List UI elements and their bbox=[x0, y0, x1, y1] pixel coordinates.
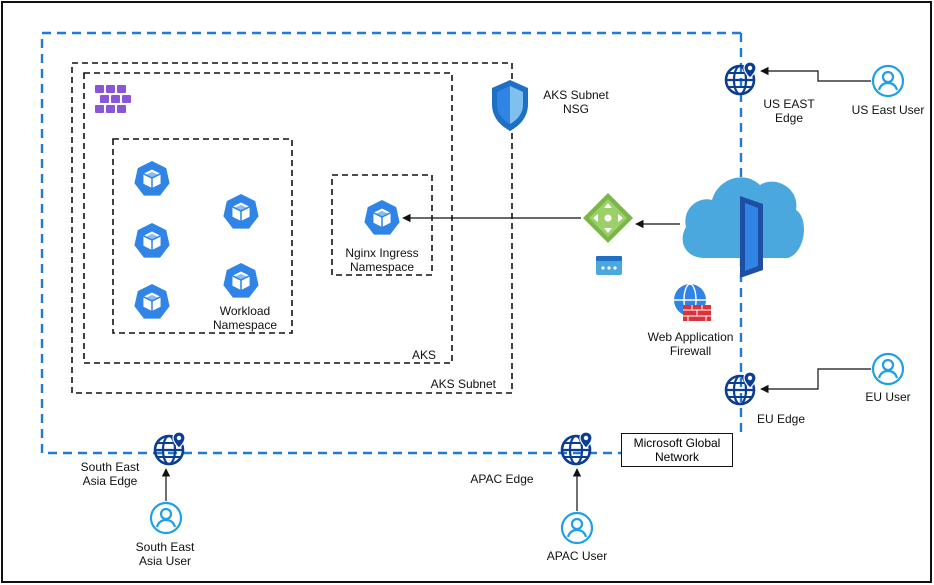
waf-label: Web Application Firewall bbox=[647, 330, 734, 358]
sea-edge-label: South East Asia Edge bbox=[80, 460, 140, 488]
aks-subnet-box bbox=[71, 62, 513, 394]
eu-user-label: EU User bbox=[865, 390, 911, 404]
global-network-boundary bbox=[40, 31, 741, 455]
us-east-user-icon bbox=[871, 64, 905, 98]
application-gateway-icon bbox=[583, 193, 633, 243]
web-application-firewall-icon bbox=[674, 283, 711, 321]
eu-user-connector bbox=[760, 368, 871, 394]
aks-subnet-nsg-label: AKS Subnet NSG bbox=[543, 88, 609, 116]
front-door-cloud-icon bbox=[682, 177, 804, 278]
sea-user-label: South East Asia User bbox=[135, 540, 195, 568]
workload-pod-icon bbox=[222, 193, 260, 230]
aks-subnet-label: AKS Subnet bbox=[430, 377, 496, 391]
eu-edge-label: EU Edge bbox=[756, 412, 806, 426]
sea-user-icon bbox=[149, 501, 183, 535]
aks-label: AKS bbox=[411, 348, 436, 362]
nginx-pod-icon bbox=[363, 199, 401, 236]
apac-user-label: APAC User bbox=[546, 549, 608, 563]
gateway-config-icon bbox=[596, 256, 622, 275]
apac-edge-label: APAC Edge bbox=[470, 472, 534, 486]
nginx-namespace-box bbox=[331, 174, 433, 276]
us-east-user-label: US East User bbox=[851, 103, 925, 117]
us-east-user-connector bbox=[760, 66, 871, 82]
microsoft-global-network-label: Microsoft Global Network bbox=[621, 433, 733, 467]
workload-pod-icon bbox=[133, 283, 171, 320]
eu-user-icon bbox=[871, 352, 905, 386]
nginx-namespace-label: Nginx Ingress Namespace bbox=[345, 246, 419, 274]
us-east-edge-label: US EAST Edge bbox=[763, 97, 815, 125]
apac-user-icon bbox=[560, 511, 594, 545]
aks-cluster-icon bbox=[95, 85, 131, 113]
apac-edge-globe-icon bbox=[560, 430, 594, 466]
workload-namespace-label: Workload Namespace bbox=[212, 304, 278, 332]
sea-edge-globe-icon bbox=[153, 430, 187, 466]
shield-icon bbox=[492, 80, 528, 131]
workload-pod-icon bbox=[133, 160, 171, 197]
workload-pod-icon bbox=[133, 222, 171, 259]
workload-pod-icon bbox=[222, 262, 260, 299]
workload-namespace-box bbox=[112, 138, 293, 334]
